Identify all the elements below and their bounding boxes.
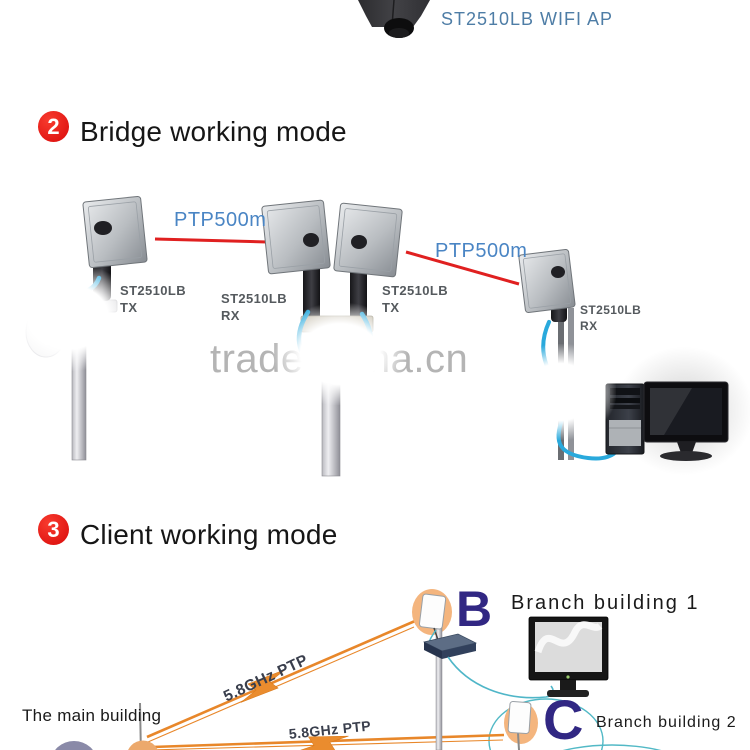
building-c-letter: C: [543, 688, 584, 750]
bridge-diagram: [25, 195, 729, 477]
branch-c-antenna: [504, 701, 538, 750]
main-building-label: The main building: [22, 706, 162, 725]
ptp-link-2-label: PTP500m: [435, 240, 528, 262]
antenna-4-label: ST2510LB RX: [580, 303, 641, 334]
device-photo: [358, 0, 430, 38]
branch-b-antenna: [412, 589, 554, 750]
ptp-line-1: [154, 237, 268, 244]
branch-building-1-label: Branch building 1: [511, 592, 700, 614]
section-2-title: Bridge working mode: [80, 116, 347, 147]
section-2-number-badge: 2: [38, 111, 69, 142]
section-3-number: 3: [47, 516, 60, 542]
branch-building-2-label: Branch building 2: [596, 714, 737, 731]
antenna-2-label: ST2510LB RX: [221, 291, 287, 325]
main-building-antennas: [55, 702, 158, 750]
branch-b-monitor: [528, 616, 609, 697]
antenna-3-label: ST2510LB TX: [382, 283, 448, 317]
bridge-antenna-4: [518, 249, 620, 461]
antenna-2-role: RX: [221, 307, 240, 323]
building-b-letter: B: [456, 581, 493, 637]
ptp-beam-1: [140, 619, 416, 746]
antenna-4-model: ST2510LB: [580, 303, 642, 317]
ptp-beam-2: [148, 733, 505, 750]
antenna-3-role: TX: [382, 299, 400, 315]
ptp-link-1-label: PTP500m: [174, 209, 267, 231]
antenna-1-label: ST2510LB TX: [120, 283, 186, 317]
antenna-2-model: ST2510LB: [221, 291, 288, 306]
section-3-number-badge: 3: [38, 514, 69, 545]
device-model-label: ST2510LB WIFI AP: [441, 9, 614, 29]
client-diagram: [55, 589, 662, 750]
ptp-line-2: [405, 250, 520, 286]
coverage-ellipse-bottom: [562, 744, 662, 750]
bolt-arrow-1: [240, 669, 286, 703]
antenna-1-role: TX: [120, 299, 138, 315]
bridge-antenna-1: [25, 195, 148, 461]
coverage-ellipse-c: [488, 698, 604, 750]
antenna-4-role: RX: [580, 318, 598, 333]
antenna-1-model: ST2510LB: [120, 283, 187, 298]
bolt-arrow-2: [295, 735, 349, 750]
section-3-title: Client working mode: [80, 519, 338, 550]
bridge-antenna-2-3: [261, 199, 403, 477]
antenna-3-model: ST2510LB: [382, 283, 449, 298]
desktop-computer: [605, 381, 729, 461]
section-2-number: 2: [47, 113, 60, 139]
